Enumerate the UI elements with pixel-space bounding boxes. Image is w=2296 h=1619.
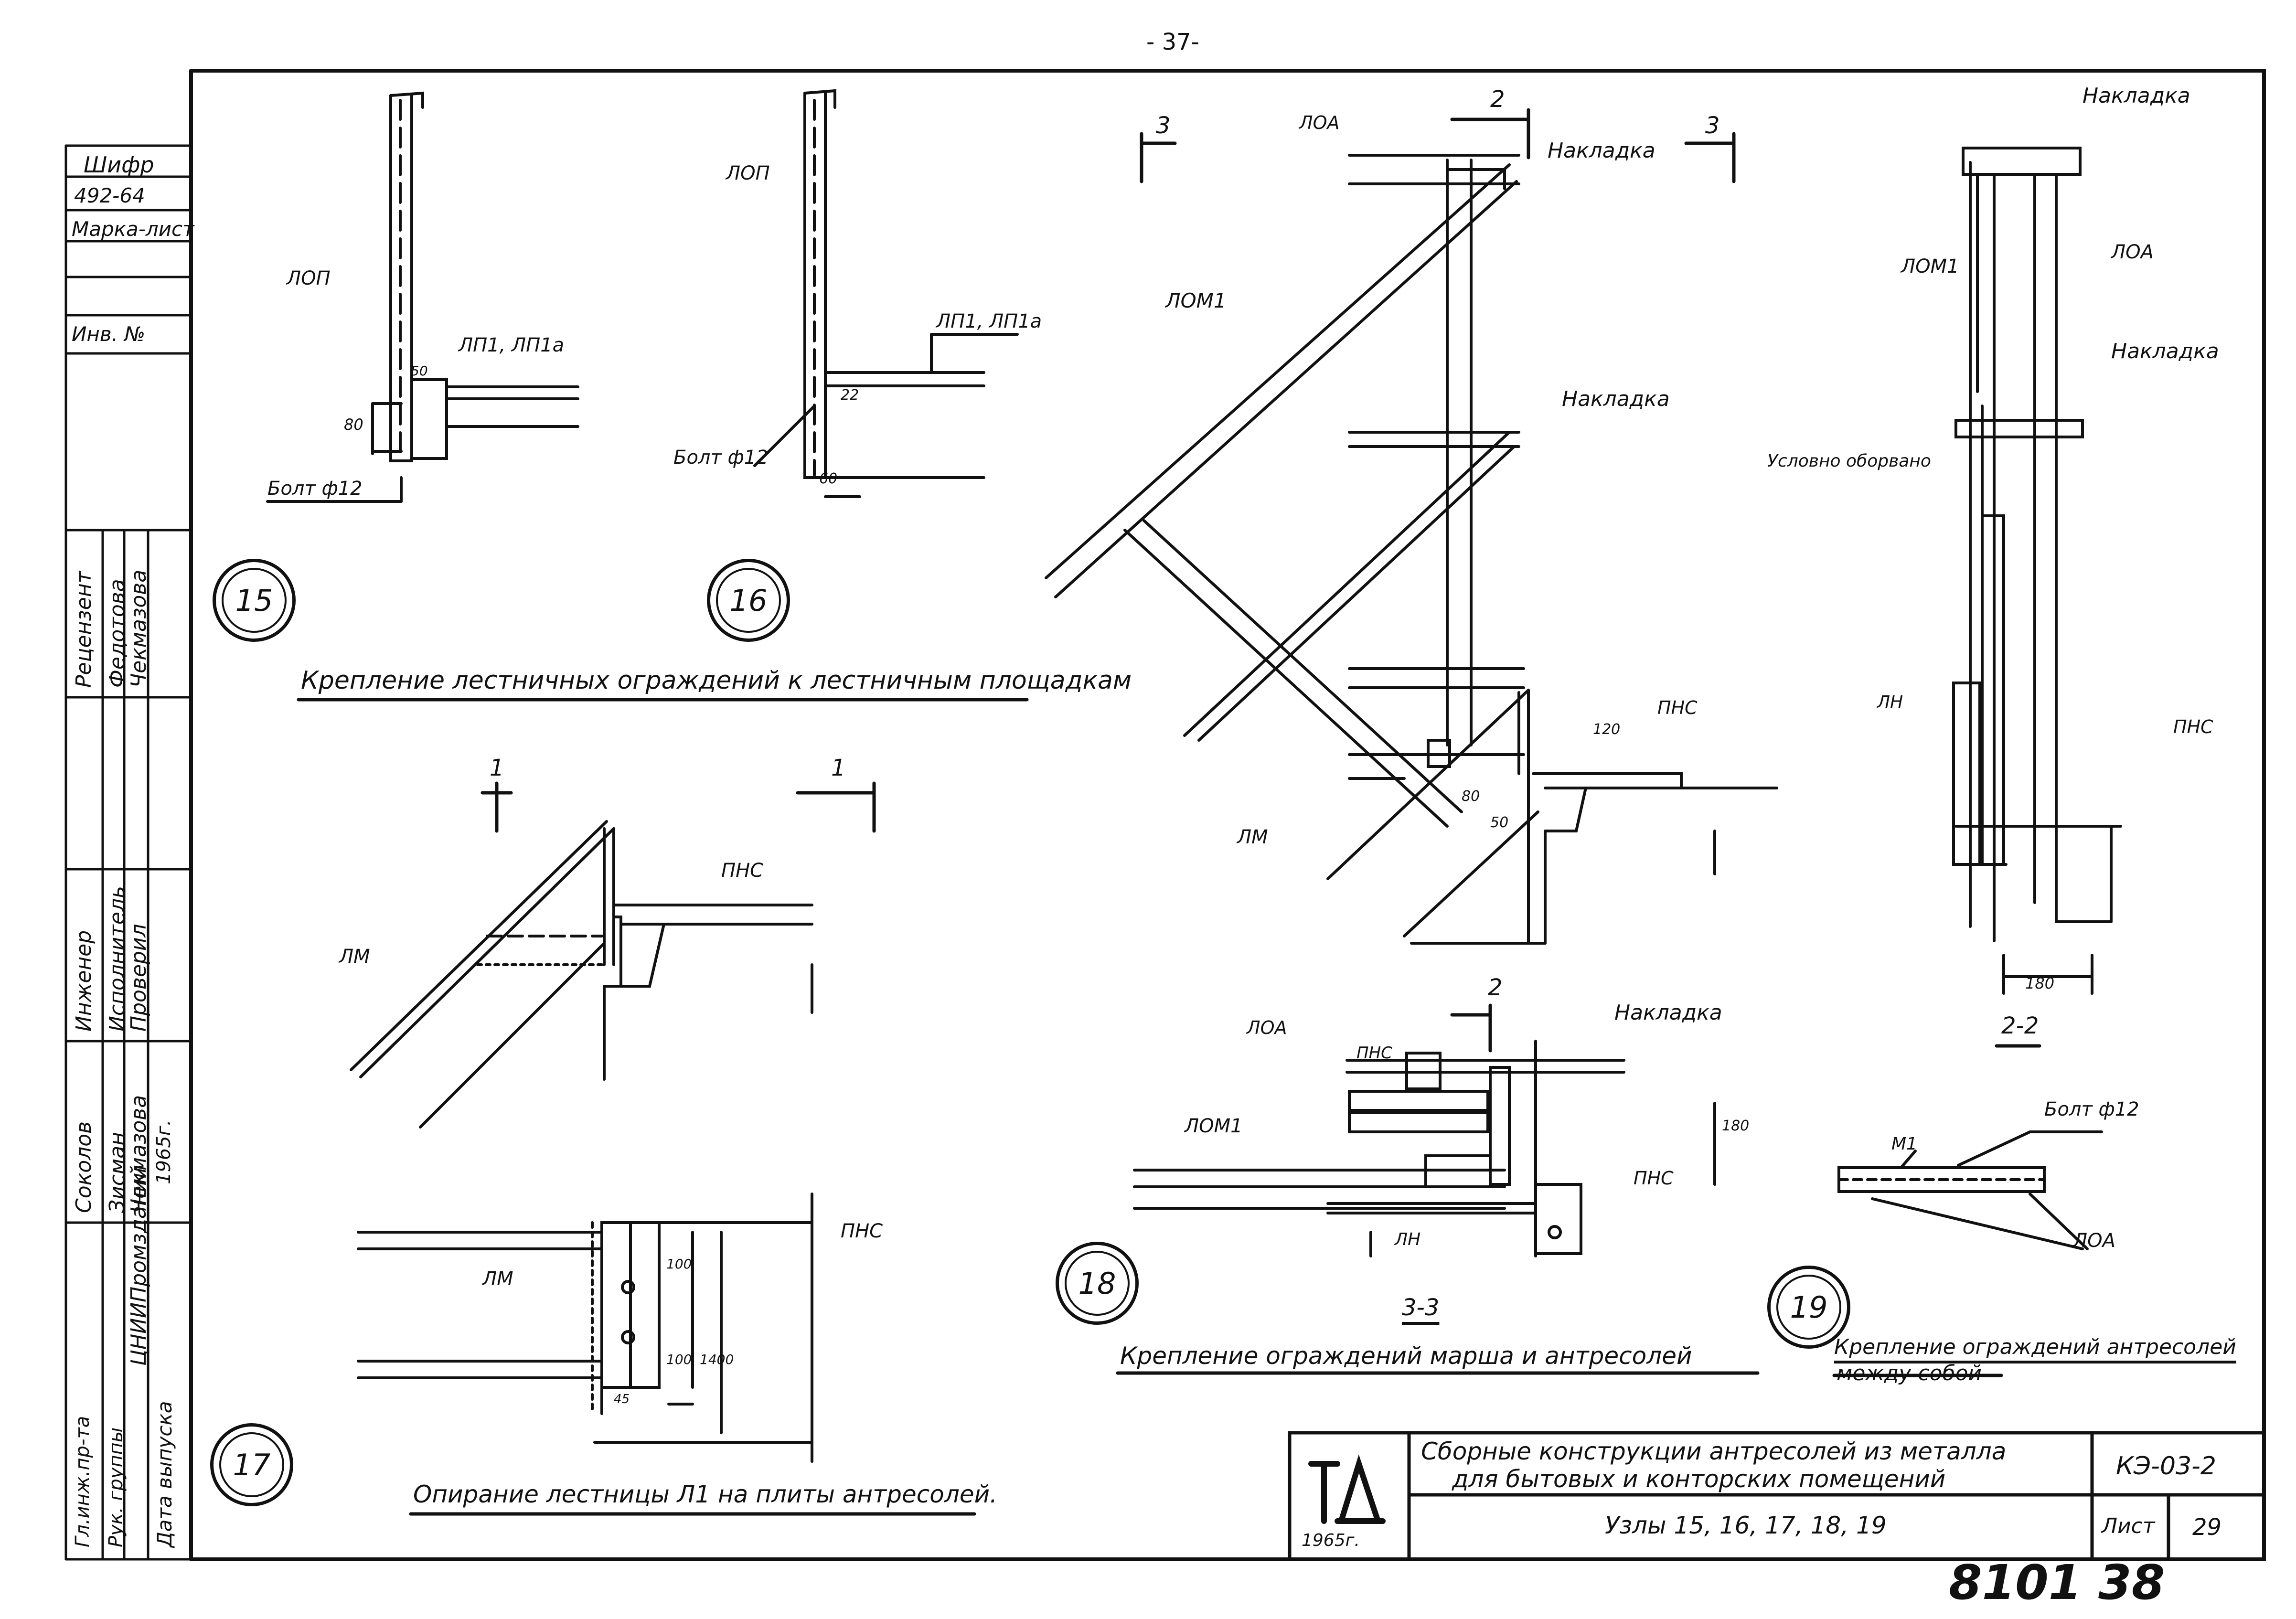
label-lp1-15: ЛП1, ЛП1а [459,334,565,356]
label-dim100a: 100 [666,1256,692,1272]
label-dim50-15: 50 [411,363,428,379]
title-block-sheet-number: 29 [2192,1514,2222,1541]
label-ln-33: ЛН [1395,1230,1421,1249]
stamp-mark-sheet-label: Марка-лист [72,217,194,241]
section-mark-2-top: 2 [1490,86,1505,113]
label-lom1-33: ЛОМ1 [1185,1115,1243,1137]
label-bolt-19: Болт ф12 [2044,1098,2139,1120]
title-block-code: КЭ-03-2 [2116,1452,2217,1481]
label-loa-22: ЛОА [2111,241,2154,263]
label-dim180-33: 180 [1722,1118,1750,1134]
title-block-subtitle: Узлы 15, 16, 17, 18, 19 [1605,1512,1887,1539]
label-loa-19: ЛОА [2073,1230,2115,1252]
label-dim80-18: 80 [1462,788,1480,805]
label-loa-18: ЛОА [1299,112,1340,133]
stamp-reviewer-name: Федотова [105,579,129,688]
label-dim120: 120 [1593,721,1621,738]
section-mark-1-right: 1 [831,755,846,781]
stamp-year: 1965г. [153,1119,175,1184]
label-pns-17b: ПНС [841,1220,883,1242]
label-nakl-18a: Накладка [1548,138,1655,163]
section-mark-3-left: 3 [1156,112,1171,139]
label-bolt-15: Болт ф12 [267,478,363,500]
page-number: - 37- [1146,29,1199,55]
node-marker-19: 19 [1767,1266,1850,1349]
section-mark-1-left: 1 [490,755,504,781]
label-dim50-18: 50 [1490,814,1509,831]
stamp-role-chief: Гл.инж.пр-та [72,1416,94,1547]
label-cut-22: Условно оборвано [1767,451,1931,471]
stamp-role-engineer: Инженер [72,930,96,1032]
stamp-release: Дата выпуска [153,1401,176,1547]
label-dim60-16: 60 [819,470,838,487]
label-lp1-16: ЛП1, ЛП1а [936,310,1042,332]
stamp-role-executor: Исполнитель [105,885,129,1032]
label-lop-15: ЛОП [287,267,331,289]
label-pns-22: ПНС [2173,716,2213,737]
label-dim45: 45 [614,1392,630,1406]
label-dim100b: 100 [666,1352,692,1367]
label-ln-22: ЛН [1877,692,1903,712]
stamp-cipher-value: 492-64 [74,184,145,207]
label-pns-33a: ПНС [1356,1044,1392,1063]
label-nakl-22b: Накладка [2111,339,2219,363]
archive-number: 8101 38 [1949,1555,2165,1610]
title-block-title-line2: для бытовых и конторских помещений [1452,1465,1946,1493]
label-lm-17b: ЛМ [482,1268,513,1290]
label-nakl-33: Накладка [1614,1001,1722,1025]
label-pns-33b: ПНС [1634,1168,1674,1189]
label-nakl-18b: Накладка [1562,387,1670,411]
label-dim22-16: 22 [841,387,859,404]
caption-nodes-15-16: Крепление лестничных ограждений к лестни… [301,666,1132,695]
caption-node-19-line1: Крепление ограждений антресолей [1834,1335,2236,1359]
label-pns-17: ПНС [721,860,764,882]
stamp-role-reviewer: Рецензент [72,571,96,688]
title-block-title-line1: Сборные конструкции антресолей из металл… [1421,1438,2007,1465]
stamp-role-checker: Проверил [127,924,151,1032]
label-lop-16: ЛОП [726,162,770,184]
node-marker-16: 16 [707,559,790,642]
label-m1-19: М1 [1891,1134,1917,1154]
title-block-logo-year: 1965г. [1302,1531,1360,1550]
label-dim1400: 1400 [700,1352,734,1367]
section-label-2-2: 2-2 [2001,1012,2039,1039]
stamp-reviewer-name-2: Чекмазова [127,569,151,688]
node-marker-17: 17 [210,1423,293,1506]
node-marker-18: 18 [1056,1242,1139,1325]
caption-node-17: Опирание лестницы Л1 на плиты антресолей… [413,1481,997,1508]
stamp-name-sokolov: Соколов [72,1121,96,1213]
label-dim180-22: 180 [2025,974,2055,992]
stamp-org: ЦНИИПромзданий [127,1165,151,1366]
label-lm-17: ЛМ [339,946,370,968]
caption-node-18: Крепление ограждений марша и антресолей [1120,1342,1692,1370]
stamp-cipher-label: Шифр [84,152,154,178]
label-dim80-15: 80 [344,415,363,434]
title-block-sheet-label: Лист [2102,1514,2155,1538]
stamp-inv-label: Инв. № [72,322,146,346]
label-lom1-22: ЛОМ1 [1901,256,1959,277]
label-pns-18: ПНС [1657,697,1698,718]
stamp-name-zisman: Зисман [105,1132,129,1213]
section-mark-3-right: 3 [1705,112,1720,139]
node-marker-15: 15 [213,559,296,642]
label-bolt-16: Болт ф12 [673,447,769,469]
label-loa-33: ЛОА [1247,1017,1287,1038]
stamp-role-group: Рук. группы [105,1427,127,1547]
label-nakl-22a: Накладка [2082,84,2190,108]
label-lom1-18: ЛОМ1 [1165,289,1227,312]
caption-node-19-line2: между собой [1837,1361,1982,1385]
section-label-3-3: 3-3 [1402,1294,1440,1321]
section-mark-2-bottom: 2 [1488,974,1503,1001]
label-lm-18: ЛМ [1237,826,1268,848]
